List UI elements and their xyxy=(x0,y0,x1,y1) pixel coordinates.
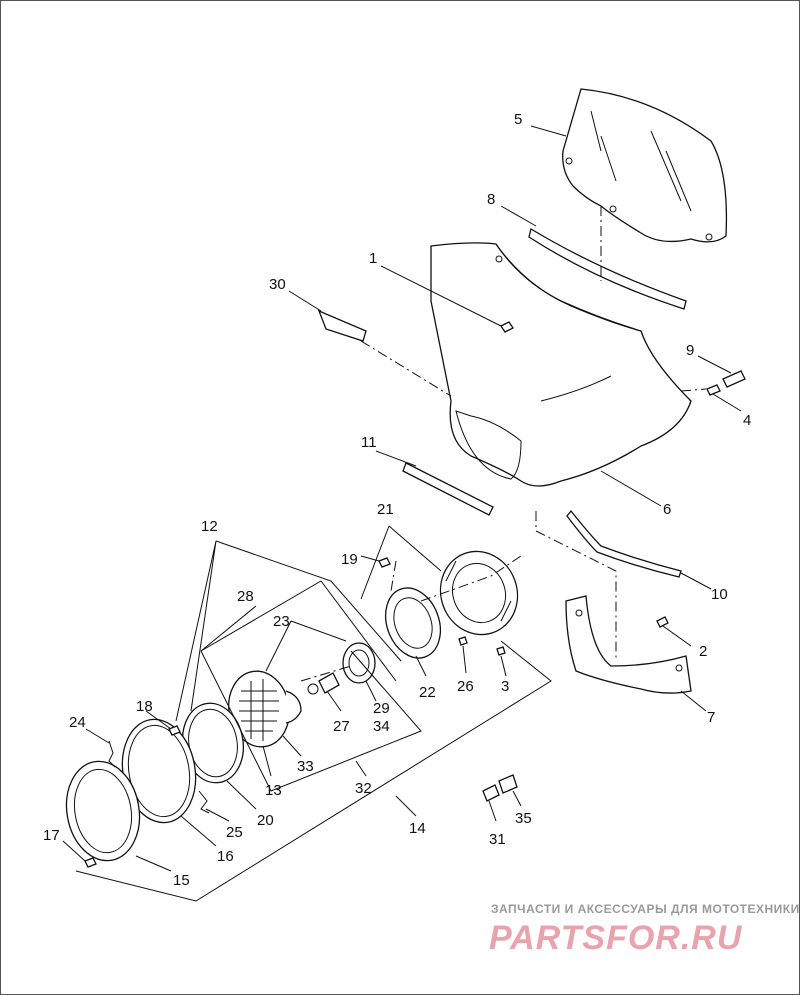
callout-5: 5 xyxy=(514,111,522,128)
windshield-trim-strip xyxy=(528,227,687,310)
callout-26: 26 xyxy=(457,678,474,695)
callout-28: 28 xyxy=(237,588,254,605)
watermark: ЗАПЧАСТИ И АКСЕССУАРЫ ДЛЯ МОТОТЕХНИКИ PA… xyxy=(489,902,800,957)
callout-22: 22 xyxy=(419,684,436,701)
callout-12: 12 xyxy=(201,518,218,535)
lower-cover-part xyxy=(565,595,692,694)
mirror-bracket-part xyxy=(317,309,367,342)
windshield-part xyxy=(562,88,728,243)
callout-18: 18 xyxy=(136,698,153,715)
callout-34: 34 xyxy=(373,718,390,735)
screw-3 xyxy=(496,646,506,656)
callout-8: 8 xyxy=(487,191,495,208)
callout-14: 14 xyxy=(409,820,426,837)
callout-31: 31 xyxy=(489,831,506,848)
callout-10: 10 xyxy=(711,586,728,603)
callout-2: 2 xyxy=(699,643,707,660)
callout-35: 35 xyxy=(515,810,532,827)
callout-11: 11 xyxy=(361,434,377,451)
headlamp-trim-ring-inner xyxy=(73,768,133,854)
callout-4: 4 xyxy=(743,412,751,429)
trim-seal-strip xyxy=(402,462,494,516)
clip-24 xyxy=(108,740,116,768)
headlamp-seal-ring-inner xyxy=(127,724,191,818)
bulb-socket-part xyxy=(342,642,376,684)
callout-labels: 5 8 1 30 9 4 11 6 21 12 19 10 28 23 2 22… xyxy=(43,111,751,889)
fairing-part xyxy=(430,242,692,487)
callout-17: 17 xyxy=(43,827,60,844)
screw-18 xyxy=(168,725,181,736)
callout-30: 30 xyxy=(269,276,286,293)
callout-6: 6 xyxy=(663,501,671,518)
callout-33: 33 xyxy=(297,758,314,775)
callout-7: 7 xyxy=(707,709,715,726)
callout-20: 20 xyxy=(257,812,274,829)
watermark-brand: PARTSFOR.RU xyxy=(489,919,743,957)
callout-9: 9 xyxy=(686,342,694,359)
callout-1: 1 xyxy=(369,250,377,267)
nut-part xyxy=(706,384,721,396)
callout-23: 23 xyxy=(273,613,290,630)
screw-17 xyxy=(84,857,97,868)
callout-32: 32 xyxy=(355,780,372,797)
stud-part xyxy=(722,370,746,388)
cover-screw xyxy=(656,616,669,628)
headlamp-retaining-ring xyxy=(384,587,442,659)
callout-3: 3 xyxy=(501,678,509,695)
callout-19: 19 xyxy=(341,551,358,568)
callout-27: 27 xyxy=(333,718,350,735)
callout-29: 29 xyxy=(373,700,390,717)
headlamp-bulb-part xyxy=(307,672,340,695)
fairing-screw xyxy=(500,321,514,333)
screw-19 xyxy=(378,557,391,568)
callout-16: 16 xyxy=(217,848,234,865)
clip-25 xyxy=(198,790,210,814)
callout-15: 15 xyxy=(173,872,190,889)
watermark-tagline: ЗАПЧАСТИ И АКСЕССУАРЫ ДЛЯ МОТОТЕХНИКИ xyxy=(491,902,800,916)
brace-part xyxy=(566,509,682,578)
callout-25: 25 xyxy=(226,824,243,841)
position-lamp-bulb xyxy=(482,784,500,802)
callout-13: 13 xyxy=(265,782,282,799)
position-lamp-socket xyxy=(498,774,518,794)
callout-21: 21 xyxy=(377,501,394,518)
headlamp-trim-ring xyxy=(65,760,141,862)
callout-24: 24 xyxy=(69,714,86,731)
screw-26 xyxy=(458,636,468,646)
headlamp-mount-ring xyxy=(439,550,519,636)
